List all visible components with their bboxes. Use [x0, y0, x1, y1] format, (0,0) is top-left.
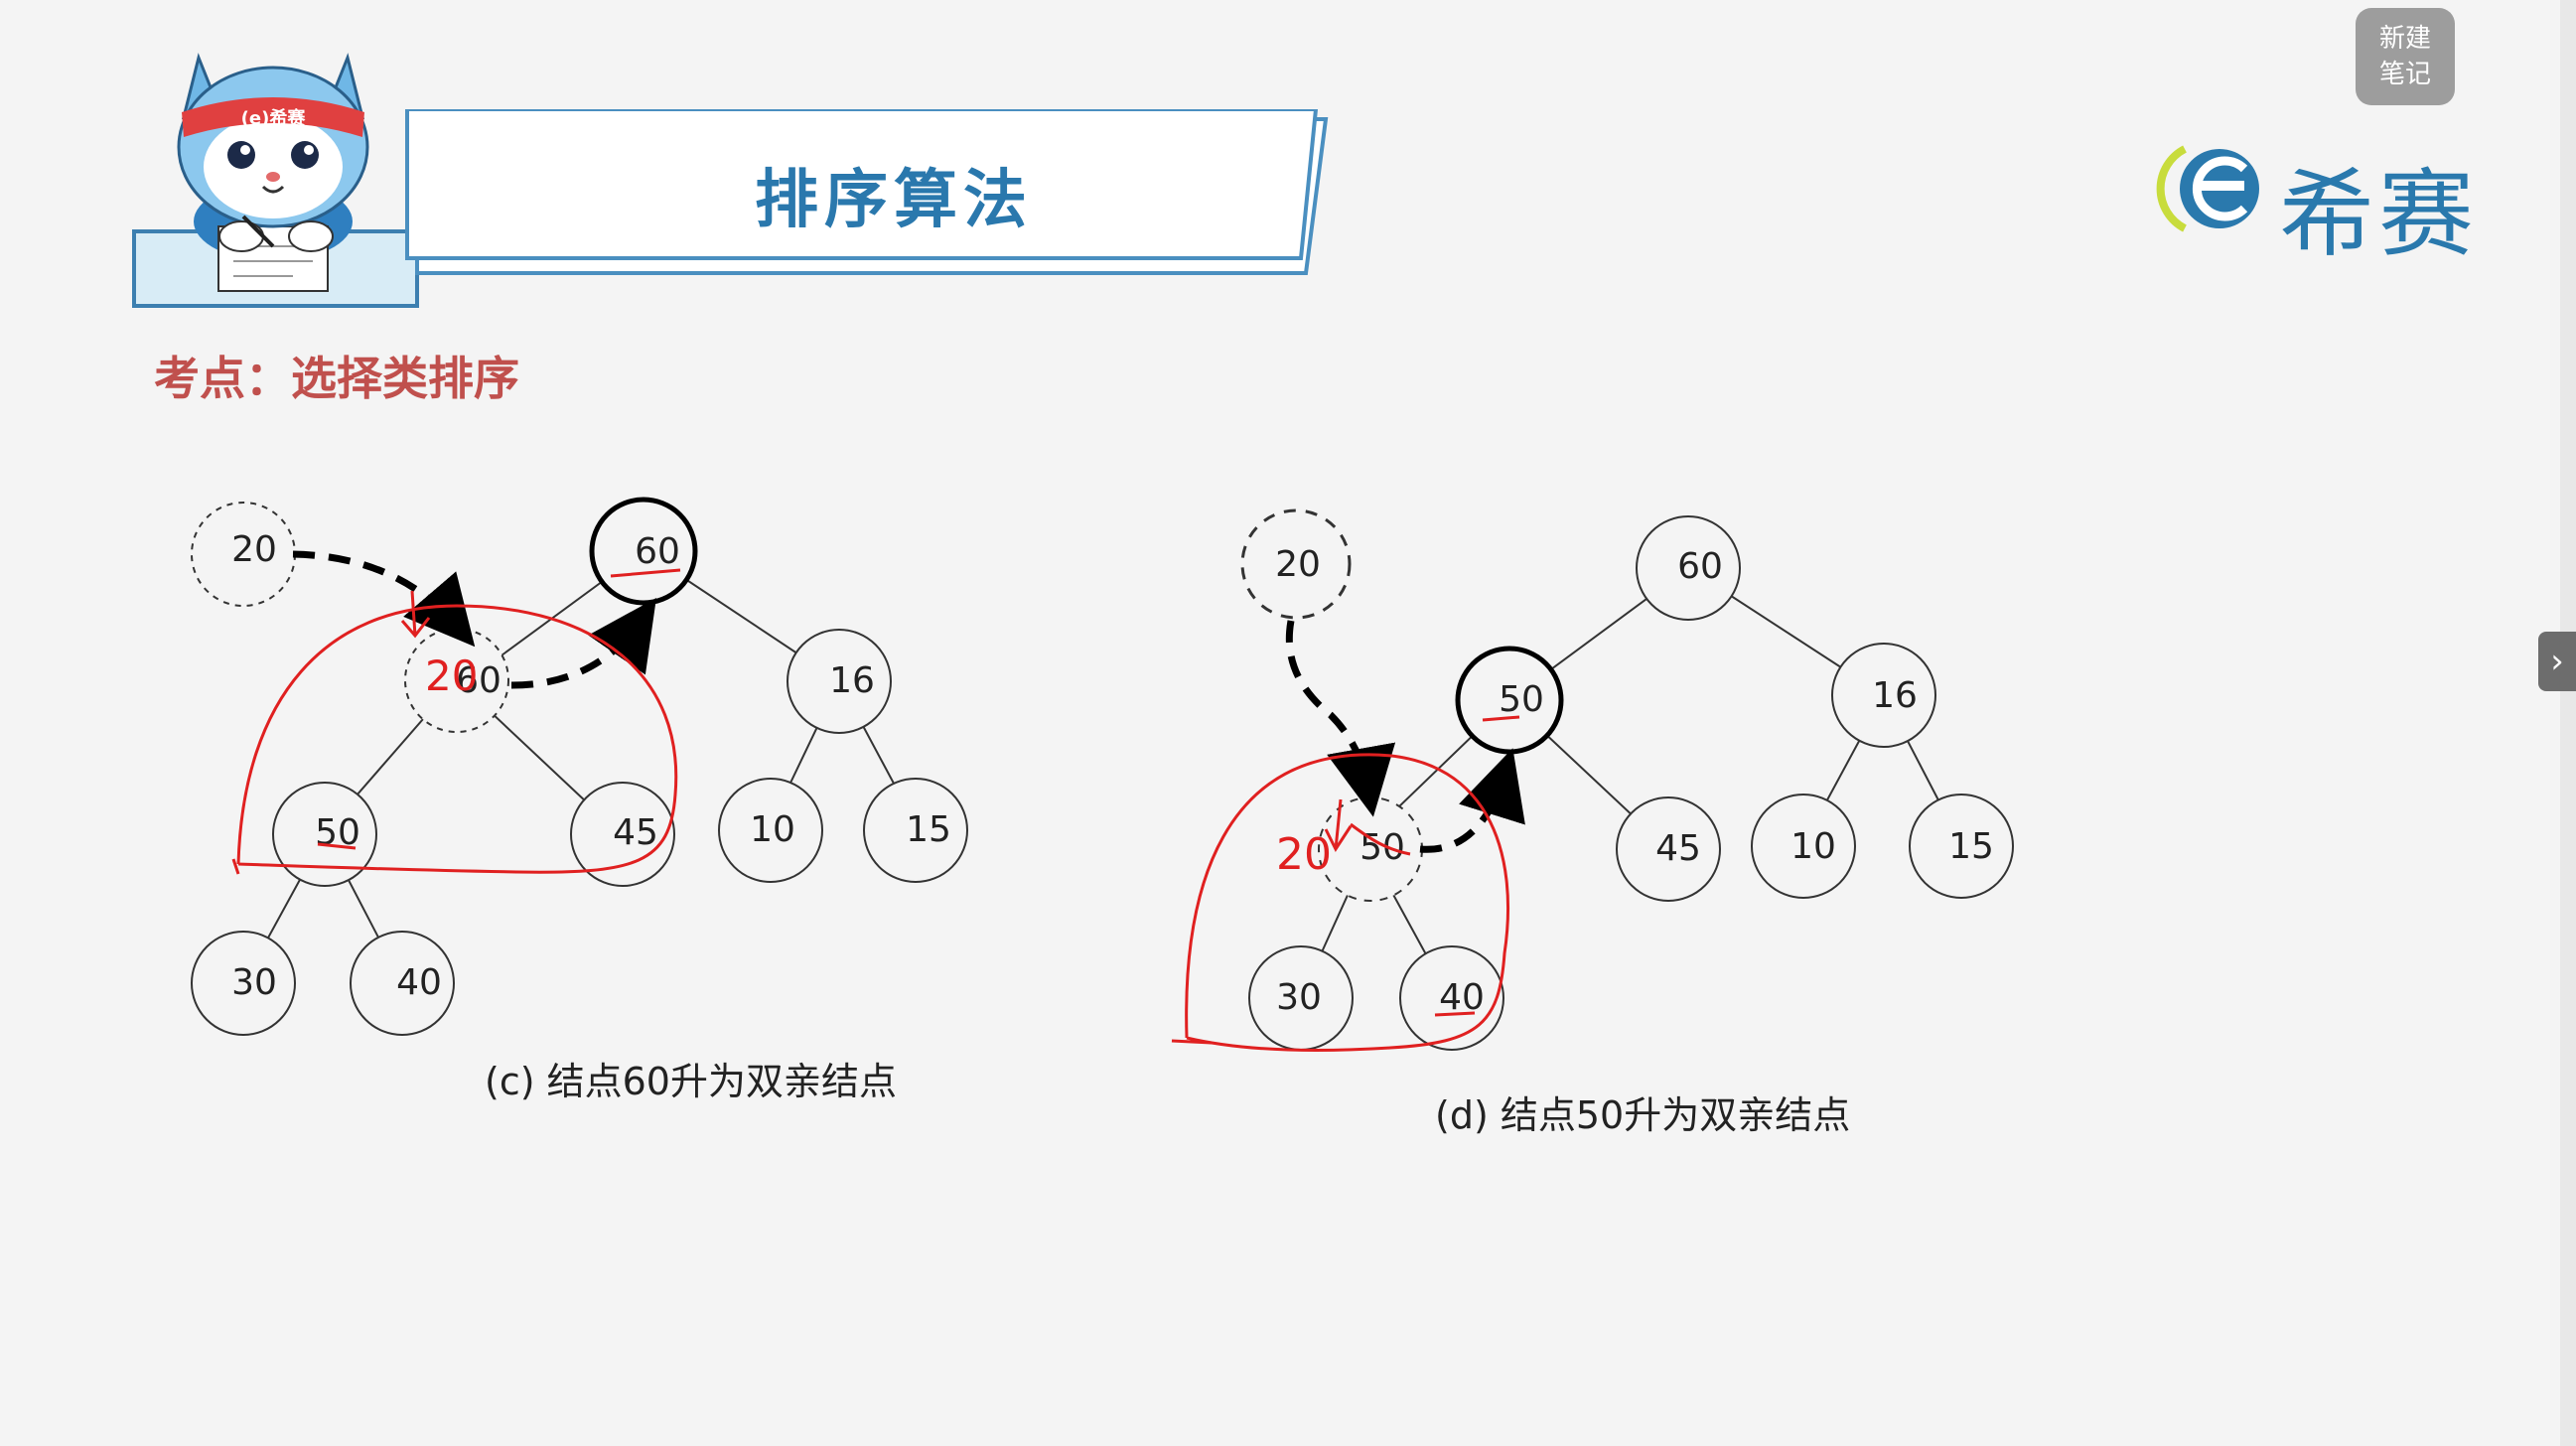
- node-d-lr: [1616, 796, 1721, 902]
- node-d-llr: [1399, 945, 1504, 1051]
- diagram-d: 20 60 50 16 50 45 10 15 30 40 20: [1171, 508, 2014, 1053]
- node-d-left-label: 50: [1499, 679, 1544, 720]
- node-c-lll-label: 30: [231, 962, 277, 1003]
- side-panel-toggle-chevron-right-icon[interactable]: ›: [2538, 632, 2576, 691]
- node-d-outside-label: 20: [1275, 544, 1321, 585]
- new-note-button[interactable]: 新建 笔记: [2356, 8, 2455, 105]
- headband-text: (e)希赛: [241, 107, 307, 129]
- new-note-line1: 新建: [2378, 24, 2431, 54]
- title-banner: [405, 109, 1329, 275]
- node-c-llr-label: 40: [396, 962, 442, 1003]
- node-d-right-label: 16: [1872, 675, 1918, 716]
- topic-subtitle: 考点：选择类排序: [154, 352, 519, 405]
- node-d-right: [1831, 643, 1936, 748]
- node-c-ll: [272, 782, 377, 887]
- node-d-rl: [1751, 794, 1856, 899]
- node-c-right-label: 16: [829, 660, 875, 701]
- logo-text: 希赛: [2279, 159, 2478, 270]
- node-d-llr-label: 40: [1439, 977, 1485, 1018]
- node-c-llr: [350, 931, 455, 1036]
- node-c-rl-label: 10: [750, 809, 795, 850]
- caption-d: (d) 结点50升为双亲结点: [1435, 1093, 1850, 1137]
- node-d-outside: [1240, 508, 1352, 620]
- node-c-rr-label: 15: [906, 809, 951, 850]
- node-d-rr: [1909, 794, 2014, 899]
- annotation-c: 20: [425, 651, 478, 700]
- node-c-lr: [570, 782, 675, 887]
- node-c-outside-label: 20: [231, 529, 277, 570]
- node-c-lr-label: 45: [613, 812, 658, 853]
- mascot-cat-icon: (e)希赛: [132, 53, 419, 308]
- node-d-root: [1636, 515, 1741, 621]
- side-strip: [2560, 0, 2576, 1446]
- node-d-ll-label: 50: [1360, 827, 1405, 868]
- node-d-lr-label: 45: [1655, 828, 1701, 869]
- node-c-right: [787, 629, 892, 734]
- node-c-lll: [191, 931, 296, 1036]
- annotation-d: 20: [1276, 829, 1332, 880]
- node-c-left-label: 60: [456, 660, 501, 701]
- node-d-lll-label: 30: [1276, 977, 1322, 1018]
- node-d-root-label: 60: [1677, 546, 1723, 587]
- diagram-c: 20 60 60 16 50 45 10 15 30 40 20: [191, 497, 968, 1036]
- node-c-rl: [718, 778, 823, 883]
- node-d-rl-label: 10: [1790, 826, 1836, 867]
- node-c-rr: [863, 778, 968, 883]
- node-d-rr-label: 15: [1948, 826, 1994, 867]
- xisai-logo-icon: [2156, 145, 2259, 232]
- page-title: 排序算法: [755, 164, 1033, 237]
- node-c-root-label: 60: [635, 531, 680, 572]
- new-note-line2: 笔记: [2378, 60, 2431, 89]
- caption-c: (c) 结点60升为双亲结点: [485, 1060, 897, 1103]
